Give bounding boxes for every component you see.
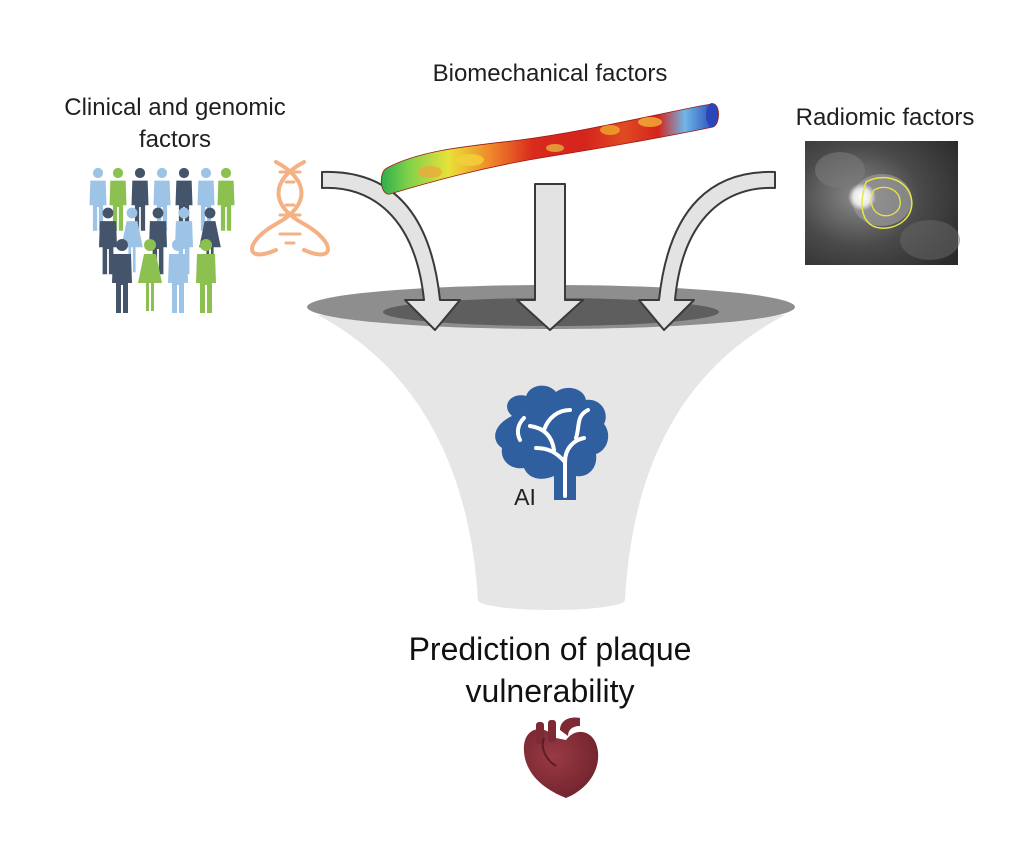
heart-icon	[523, 717, 599, 798]
person-figure	[109, 167, 127, 231]
artery-icon	[380, 103, 719, 195]
arrow-left	[321, 170, 461, 331]
ct-scan-image	[805, 141, 960, 265]
person-figure	[99, 207, 117, 275]
prediction-label: Prediction of plaque vulnerability	[300, 628, 800, 712]
arrow-right	[638, 170, 776, 331]
clinical-label-line1: Clinical and genomic	[64, 94, 286, 121]
dna-icon	[250, 160, 330, 257]
person-figure	[168, 239, 188, 313]
radiomic-label: Radiomic factors	[795, 104, 975, 131]
biomechanical-label: Biomechanical factors	[432, 60, 668, 87]
person-figure	[89, 167, 107, 231]
person-figure	[138, 239, 162, 311]
funnel-bottom	[478, 590, 625, 610]
prediction-line2: vulnerability	[465, 673, 635, 709]
arrow-center	[516, 183, 584, 331]
brain-icon	[495, 385, 609, 500]
prediction-line1: Prediction of plaque	[408, 631, 692, 667]
person-figure	[217, 167, 235, 231]
clinical-genomic-label: Clinical and genomic factors	[20, 92, 330, 156]
person-figure	[112, 239, 132, 313]
ct-contour-outer	[861, 177, 913, 229]
ai-label: AI	[514, 484, 536, 510]
person-figure	[121, 207, 143, 273]
people-crowd-icon	[89, 167, 235, 313]
clinical-label-line2: factors	[138, 126, 212, 153]
person-figure	[131, 167, 149, 231]
ct-contour-inner	[870, 186, 901, 217]
person-figure	[196, 239, 216, 313]
person-figure	[175, 167, 193, 231]
